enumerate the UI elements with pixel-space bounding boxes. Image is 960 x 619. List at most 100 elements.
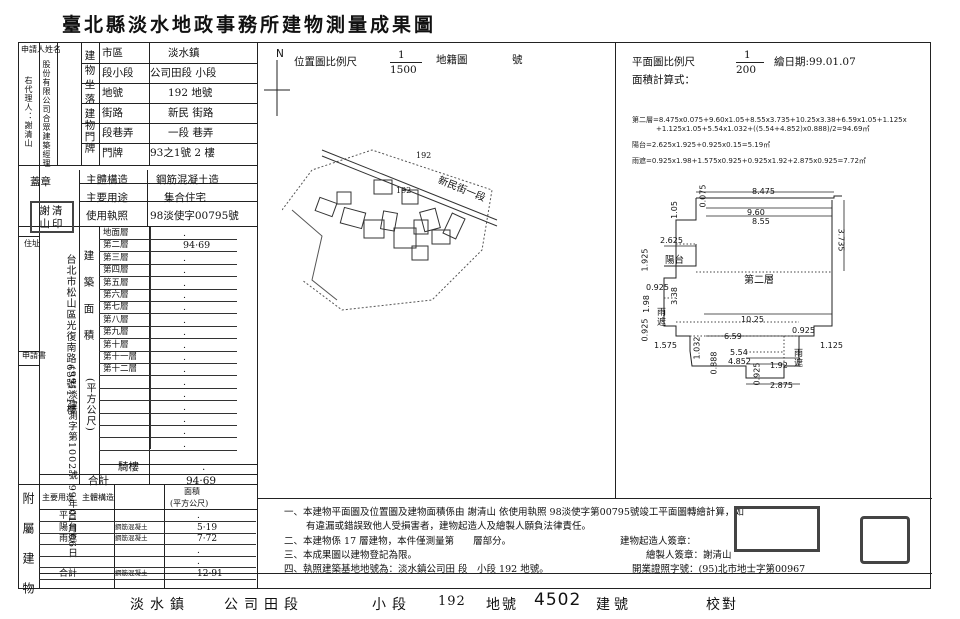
surveyor-stamp — [860, 516, 910, 564]
dim-0925-c: 0.925 — [792, 326, 815, 335]
rain-label-b: 雨遮 — [792, 348, 802, 368]
floor-value: . — [183, 339, 187, 351]
dim-2625: 2.625 — [660, 236, 683, 245]
attach-struct: 鋼筋混凝土 — [115, 534, 148, 542]
floor-row: . — [99, 413, 237, 426]
address-value: 台北市松山區光復南路65號11樓 — [64, 254, 75, 416]
floor-row: . — [99, 438, 237, 451]
floor-value: . — [183, 314, 187, 326]
street-label: 街路 — [102, 107, 123, 119]
structure-label: 主體構造 — [86, 174, 128, 186]
location-map — [282, 149, 498, 311]
floor-row: 第十一層. — [99, 351, 237, 364]
floor-value: . — [183, 438, 187, 450]
attach-use: 平台 — [59, 511, 78, 521]
floor-row: . — [99, 376, 237, 389]
rain-label-a: 雨遮 — [655, 307, 665, 327]
attach-area: . — [197, 511, 200, 521]
floor-name: 第十二層 — [103, 364, 138, 375]
location-label: 建物坐落 — [83, 50, 96, 108]
dim-0075: 0.075 — [698, 184, 708, 208]
floor-value: 94·69 — [183, 240, 211, 252]
section-value: 公司田段 小段 — [150, 67, 217, 79]
bottom-lotno: 4502 — [534, 590, 582, 610]
attach-area: . — [197, 545, 200, 556]
floor-name: 第九層 — [103, 327, 129, 338]
structure-value: 鋼筋混凝土造 — [156, 174, 219, 186]
floor-row: 第九層. — [99, 326, 237, 340]
formula-second-floor: 第二層=8.475x0.075+9.60x1.05+8.55x3.735+10.… — [632, 116, 907, 123]
address-label: 住址 — [24, 239, 40, 248]
attach-area: . — [197, 557, 200, 567]
floor-row: . — [99, 401, 237, 414]
floor-value: . — [183, 389, 187, 401]
formula-rain-shelter: 雨遮=0.925x1.98+1.575x0.925+0.925x1.92+2.8… — [632, 157, 866, 165]
dim-1025: 10.25 — [741, 315, 764, 324]
dim-105: 1.05 — [669, 201, 679, 219]
note-2: 二、本建物係 17 層建物，本件僅測量第 層部分。 — [284, 536, 512, 547]
floor-value: . — [183, 414, 187, 425]
license-no: 開業證照字號：(95)北市地士字第00967 — [632, 564, 806, 575]
bottom-section: 公司田段 — [224, 597, 304, 613]
bottom-subsection: 小段 — [372, 597, 412, 613]
floor-value: . — [183, 277, 187, 289]
floor-name: 第三層 — [103, 252, 129, 263]
dim-3735: 3.735 — [836, 228, 846, 252]
floor-value: . — [183, 327, 187, 339]
district-label: 市區 — [102, 47, 123, 59]
floor-row: 第十層. — [99, 339, 237, 352]
formula-second-floor-cont: +1.125x1.05+5.54x1.032+((5.54+4.852)x0.8… — [656, 125, 870, 133]
personal-seal: 謝清山印 — [30, 201, 74, 233]
dim-1125: 1.125 — [820, 341, 843, 350]
seal-label: 蓋章 — [30, 176, 51, 188]
formula-balcony: 陽台=2.625x1.925+0.925x0.15=5.19㎡ — [632, 141, 771, 149]
floor-table-divider — [150, 227, 151, 449]
drafter-signature: 繪製人簽章：謝清山 — [646, 550, 732, 561]
attach-use: 雨遮 — [59, 534, 78, 544]
floor-plan — [663, 191, 845, 385]
dim-8475: 8.475 — [752, 187, 775, 196]
attach-struct: 鋼筋混凝土 — [115, 568, 148, 577]
dim-554: 5.54 — [730, 348, 748, 357]
dim-1575: 1.575 — [654, 341, 677, 350]
dim-0888: 0.888 — [709, 351, 719, 375]
north-label: N — [276, 48, 284, 60]
balcony-label: 陽台 — [665, 255, 685, 266]
cadastral-no: 號 — [512, 54, 523, 66]
apply-label: 申請書 — [22, 351, 46, 360]
attach-row: . — [39, 556, 256, 568]
floor-name: 第四層 — [103, 265, 129, 276]
area-label: 建築面積 — [82, 250, 95, 356]
floor-row: 第三層. — [99, 252, 237, 265]
dim-192: 1.92 — [770, 361, 788, 370]
floor-name: 第八層 — [103, 314, 129, 325]
door-value: 93之1號 2 樓 — [150, 147, 215, 159]
floor-row: 第四層. — [99, 264, 237, 278]
total-value: 94·69 — [186, 475, 217, 487]
loc-scale-den: 1500 — [390, 64, 417, 76]
floor-row: . — [99, 425, 237, 439]
use-value: 集合住宅 — [164, 192, 206, 204]
dim-4852: 4.852 — [728, 357, 751, 366]
applicant-label: 申請人姓名 — [21, 45, 61, 54]
document-frame — [18, 42, 932, 589]
attach-struct: 鋼筋混凝土 — [115, 522, 148, 531]
attach-use: 合計 — [59, 568, 78, 579]
street-value: 新民 街路 — [168, 107, 214, 119]
representative: 右代理人：謝清山 — [24, 76, 33, 148]
note-4: 四、執照建築基地地號為：淡水鎮公司田 段 小段 192 地號。 — [284, 564, 549, 575]
loc-scale-label: 位置圖比例尺 — [294, 56, 357, 68]
floor-value: . — [183, 352, 187, 363]
floor-label: 第二層 — [744, 275, 774, 286]
attach-row: 平台. — [39, 510, 256, 522]
doorplate-label: 建物門牌 — [83, 108, 96, 154]
bottom-lot: 192 — [438, 594, 466, 609]
lane-label: 段巷弄 — [102, 127, 134, 139]
door-label: 門牌 — [102, 147, 123, 159]
section-label: 段小段 — [102, 67, 134, 79]
bottom-town: 淡水鎮 — [130, 597, 190, 613]
floor-value: . — [183, 252, 187, 264]
applicant-name: 股份有限公司合眾建築經理 — [42, 60, 51, 168]
